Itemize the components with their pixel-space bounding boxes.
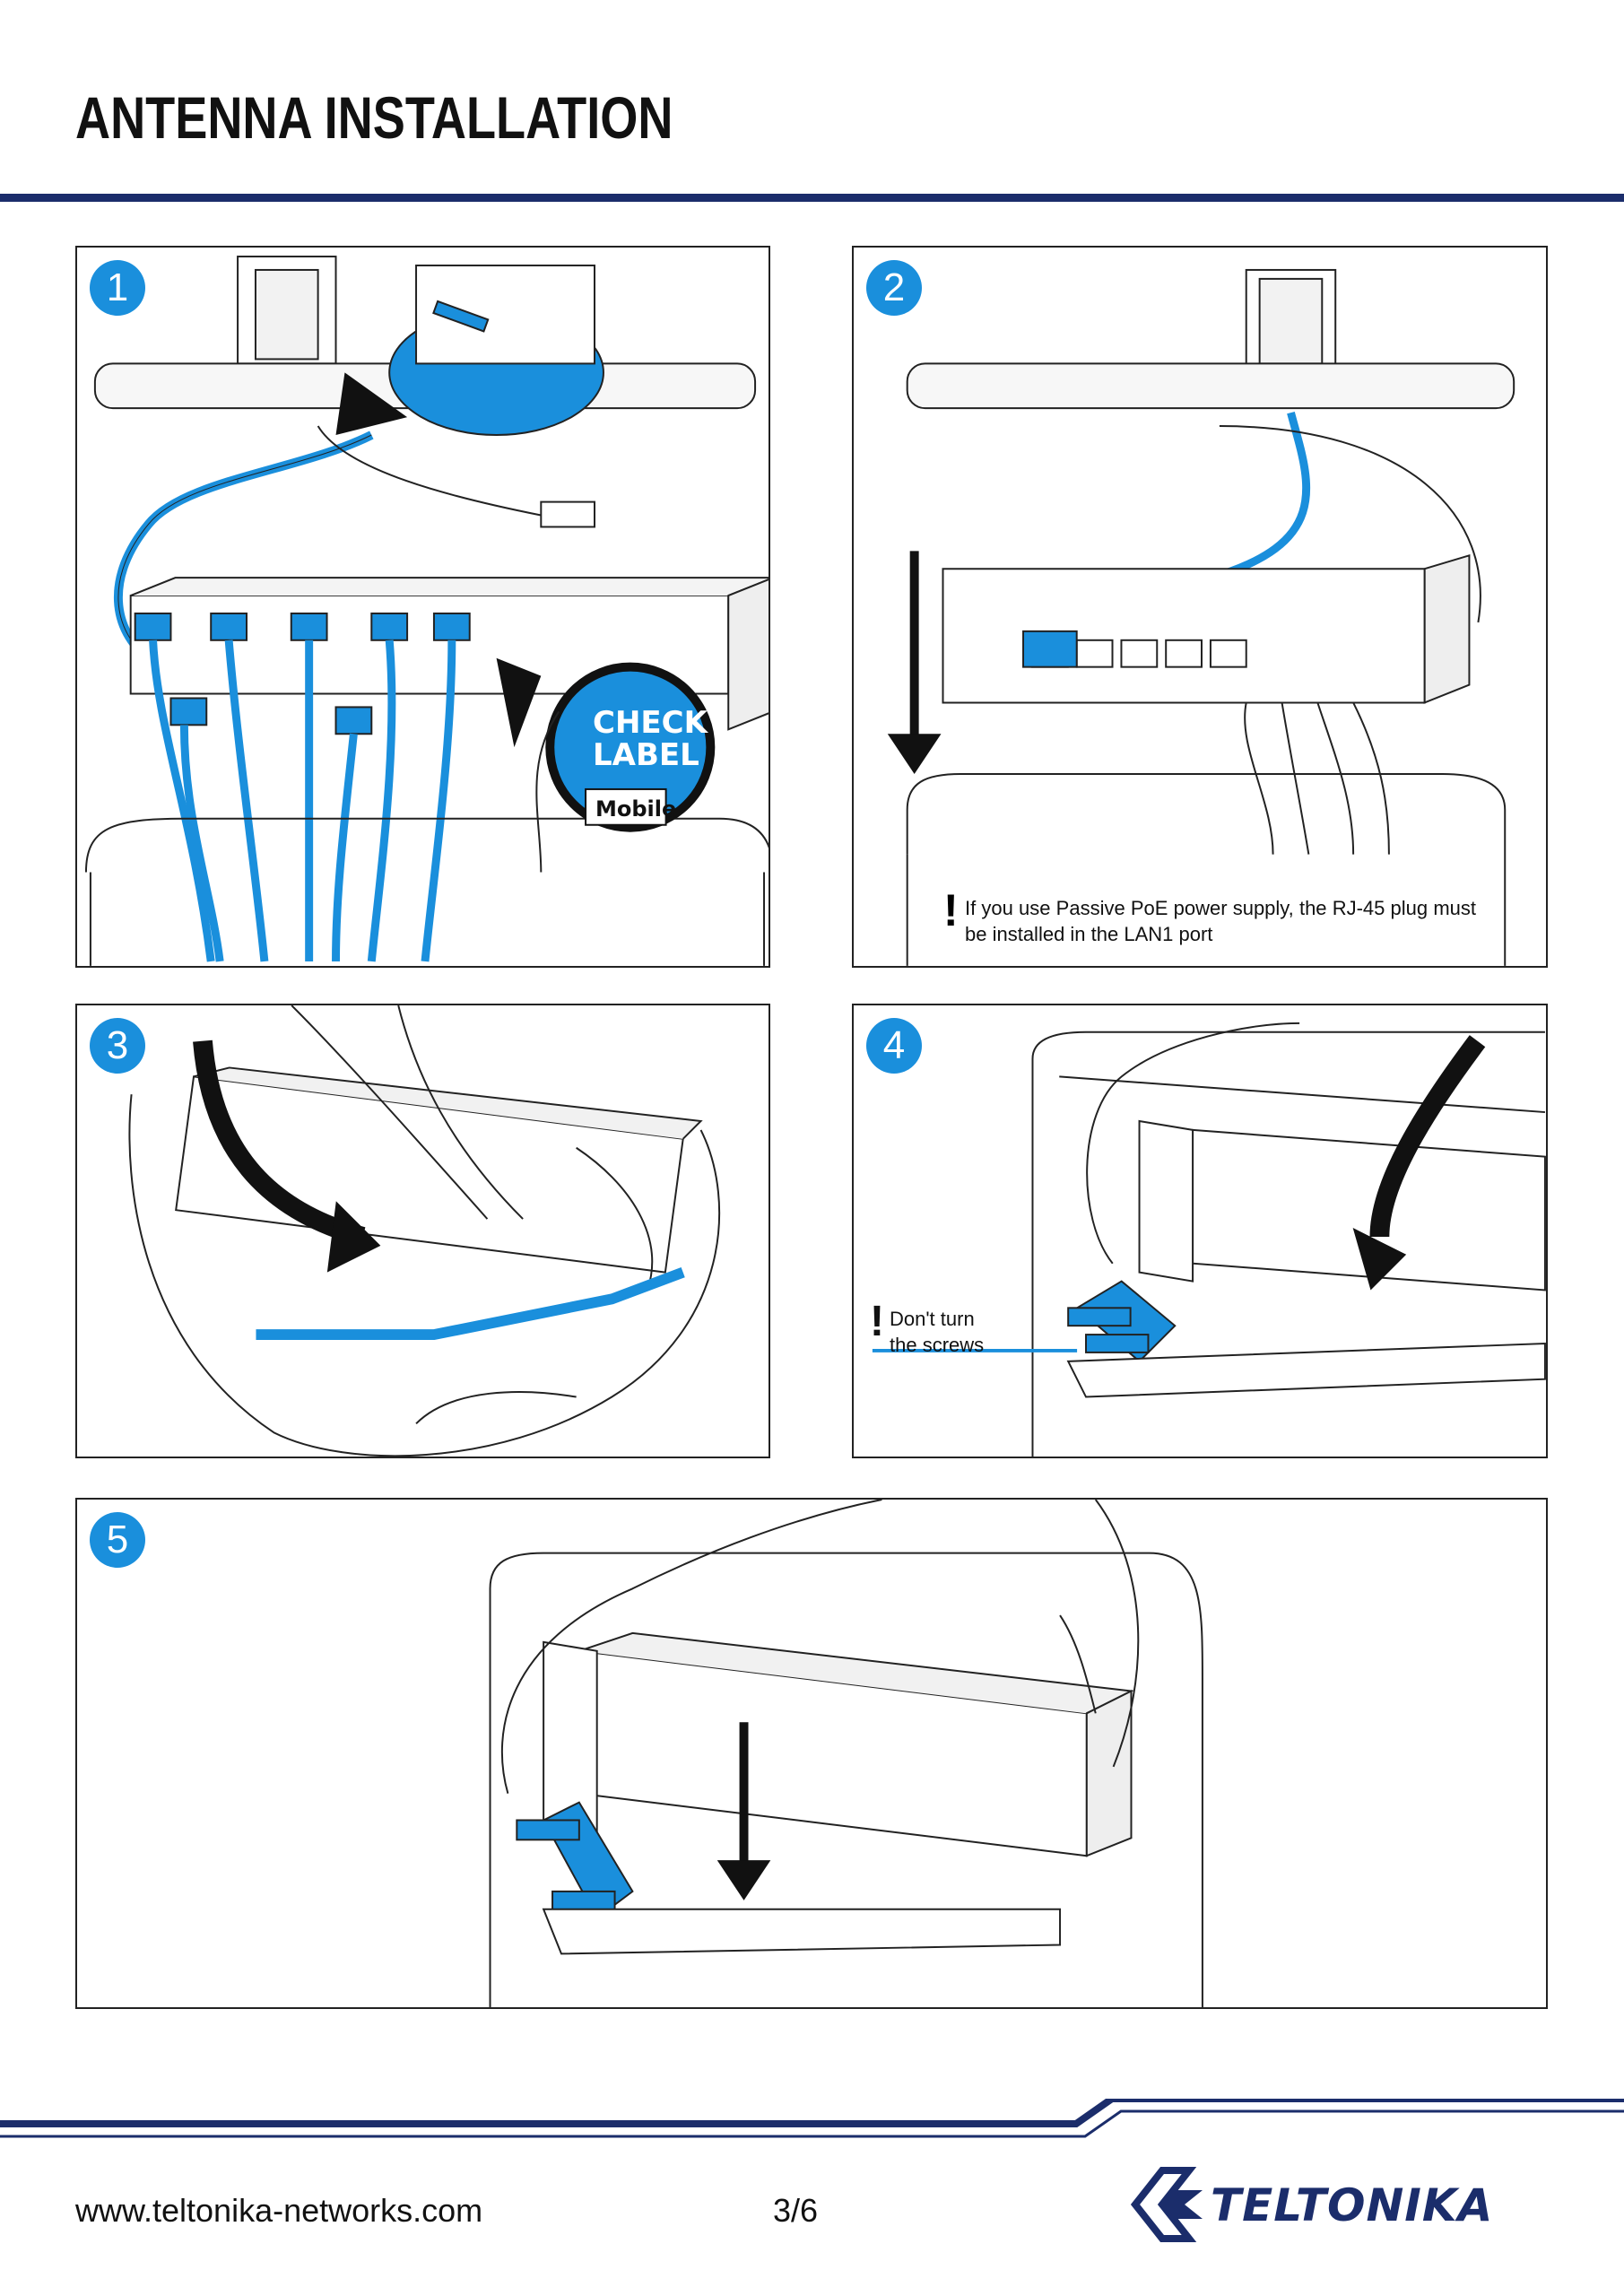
warning-icon: !	[870, 1298, 884, 1345]
step-4-panel: 4 ! Don't turn the screws	[852, 1004, 1548, 1458]
brand-name: TELTONIKA	[1211, 2179, 1494, 2231]
page-number: 3/6	[773, 2192, 819, 2229]
step-5-panel: 5	[75, 1498, 1548, 2009]
step-3-badge: 3	[90, 1018, 145, 1074]
step-2-badge: 2	[866, 260, 922, 316]
teltonika-logo-icon	[1130, 2167, 1203, 2242]
step-3-illustration	[128, 1005, 720, 1457]
step-5-illustration	[489, 1500, 1203, 2007]
step-1-badge: 1	[90, 260, 145, 316]
poe-warning: ! If you use Passive PoE power supply, t…	[943, 888, 1481, 947]
step-5-badge: 5	[90, 1512, 145, 1568]
header-rule	[0, 194, 1624, 202]
check-label-text: CHECK LABEL	[593, 705, 708, 773]
step-1-illustration	[84, 256, 769, 966]
footer-rule	[0, 2099, 1624, 2138]
step-1-panel: 1	[75, 246, 770, 968]
step-2-illustration	[887, 268, 1515, 966]
step-2-panel: 2 ! If you use Passi	[852, 246, 1548, 968]
page-title: ANTENNA INSTALLATION	[75, 84, 673, 151]
step-3-panel: 3	[75, 1004, 770, 1458]
mobile-port-tag: Mobile	[595, 796, 677, 822]
warning-icon: !	[943, 885, 959, 935]
step-4-badge: 4	[866, 1018, 922, 1074]
website-url: www.teltonika-networks.com	[75, 2192, 483, 2229]
poe-warning-text: If you use Passive PoE power supply, the…	[965, 897, 1476, 945]
step-4-illustration	[872, 1022, 1546, 1457]
teltonika-logo: TELTONIKA	[1126, 2163, 1539, 2246]
